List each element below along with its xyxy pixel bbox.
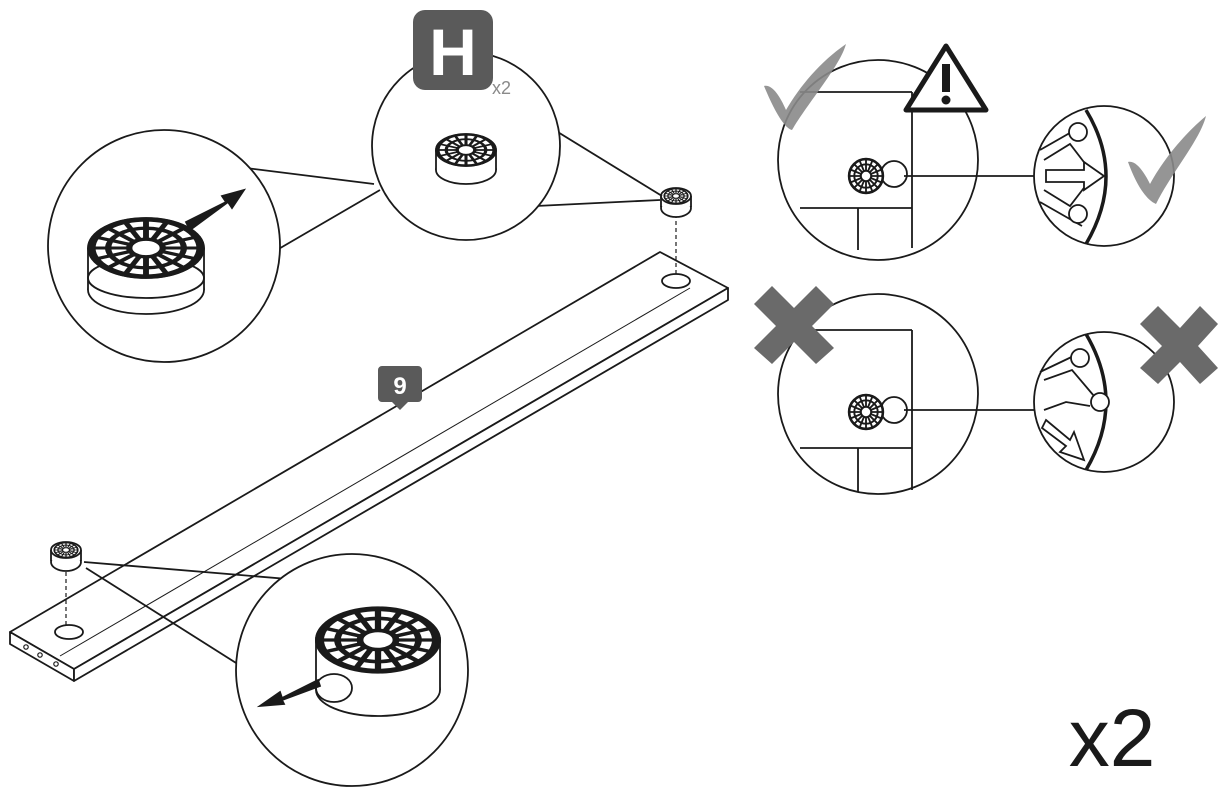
part-quantity: x2 <box>492 78 511 98</box>
cam-lock-small-left <box>50 541 82 626</box>
cross-mark-icon <box>1140 306 1218 384</box>
check-mark-icon <box>764 44 846 130</box>
cross-mark-icon <box>754 286 834 364</box>
part-letter-box <box>413 10 493 90</box>
repeat-count: x2 <box>1069 693 1156 784</box>
panel-board <box>9 251 729 682</box>
part-badge: H x2 <box>413 10 511 98</box>
hole-right <box>661 273 691 289</box>
panel-badge: 9 <box>378 366 422 410</box>
direction-arrow-icon <box>184 188 247 232</box>
wrong-orientation-detail <box>777 293 1175 495</box>
cam-detail-top-left <box>47 129 381 363</box>
warning-triangle-icon <box>903 43 989 113</box>
hole-left <box>54 624 84 640</box>
panel-number: 9 <box>393 373 406 400</box>
check-mark-icon <box>1128 116 1206 204</box>
direction-arrow-icon <box>256 678 322 708</box>
cam-detail-bottom <box>83 553 469 787</box>
panel-number-box <box>378 366 422 410</box>
part-letter: H <box>429 15 477 89</box>
